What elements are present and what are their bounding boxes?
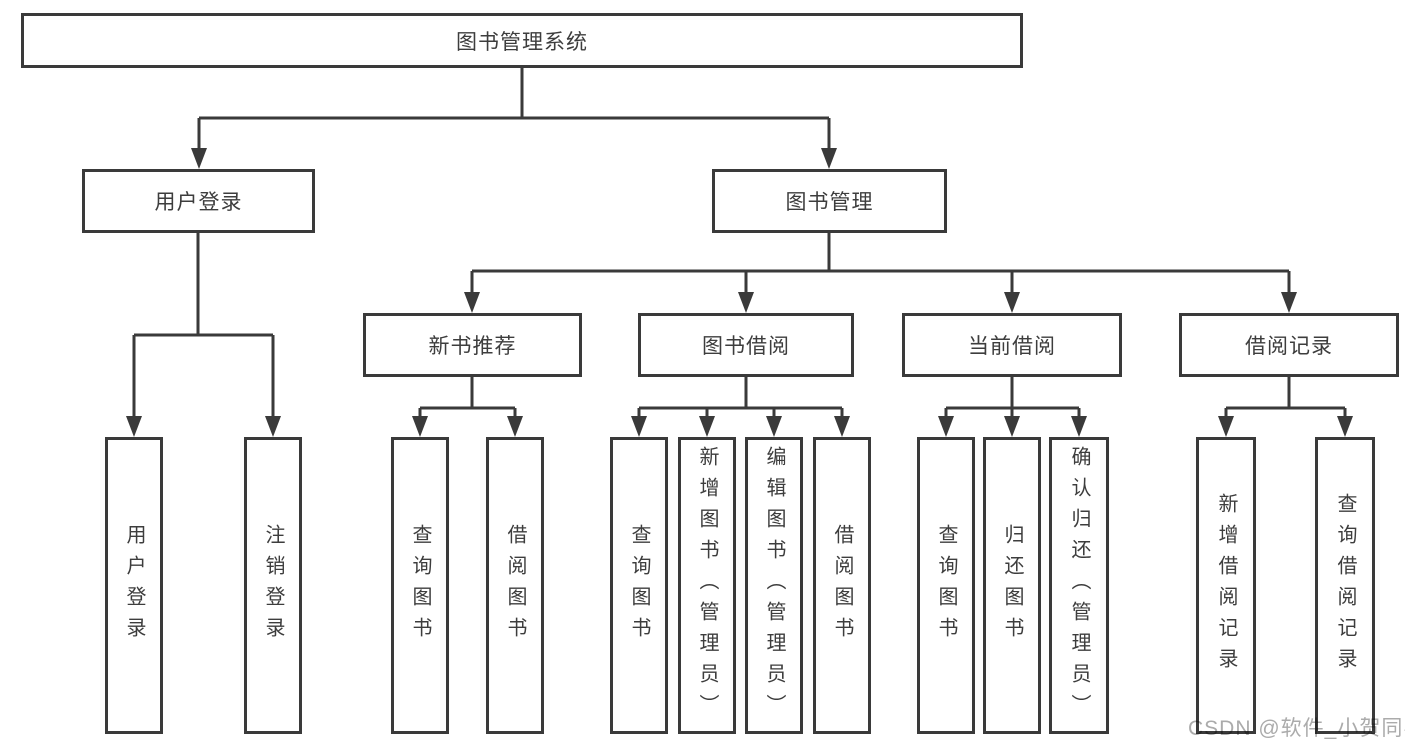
leaf-query-books-borrowing: 查询图书: [610, 437, 668, 734]
leaf-query-books-current: 查询图书: [917, 437, 975, 734]
leaf-return-books: 归还图书: [983, 437, 1041, 734]
leaf-borrow-books: 借阅图书: [813, 437, 871, 734]
leaf-borrow-books-recommend: 借阅图书: [486, 437, 544, 734]
node-new-book-recommend: 新书推荐: [363, 313, 582, 377]
leaf-add-borrow-record: 新增借阅记录: [1196, 437, 1256, 734]
leaf-edit-books-admin: 编辑图书（管理员）: [745, 437, 803, 734]
node-current-borrowing: 当前借阅: [902, 313, 1122, 377]
leaf-logout: 注销登录: [244, 437, 302, 734]
leaf-add-books-admin: 新增图书（管理员）: [678, 437, 736, 734]
leaf-query-books-recommend: 查询图书: [391, 437, 449, 734]
csdn-watermark: CSDN @软件_小贺同学: [1188, 717, 1405, 740]
leaf-confirm-return-admin: 确认归还（管理员）: [1049, 437, 1109, 734]
arrowheads: [126, 148, 1353, 437]
node-root-library-system: 图书管理系统: [21, 13, 1023, 68]
leaf-user-login: 用户登录: [105, 437, 163, 734]
leaf-query-borrow-record: 查询借阅记录: [1315, 437, 1375, 734]
node-book-borrowing: 图书借阅: [638, 313, 854, 377]
node-book-management: 图书管理: [712, 169, 947, 233]
node-borrow-records: 借阅记录: [1179, 313, 1399, 377]
node-user-login: 用户登录: [82, 169, 315, 233]
